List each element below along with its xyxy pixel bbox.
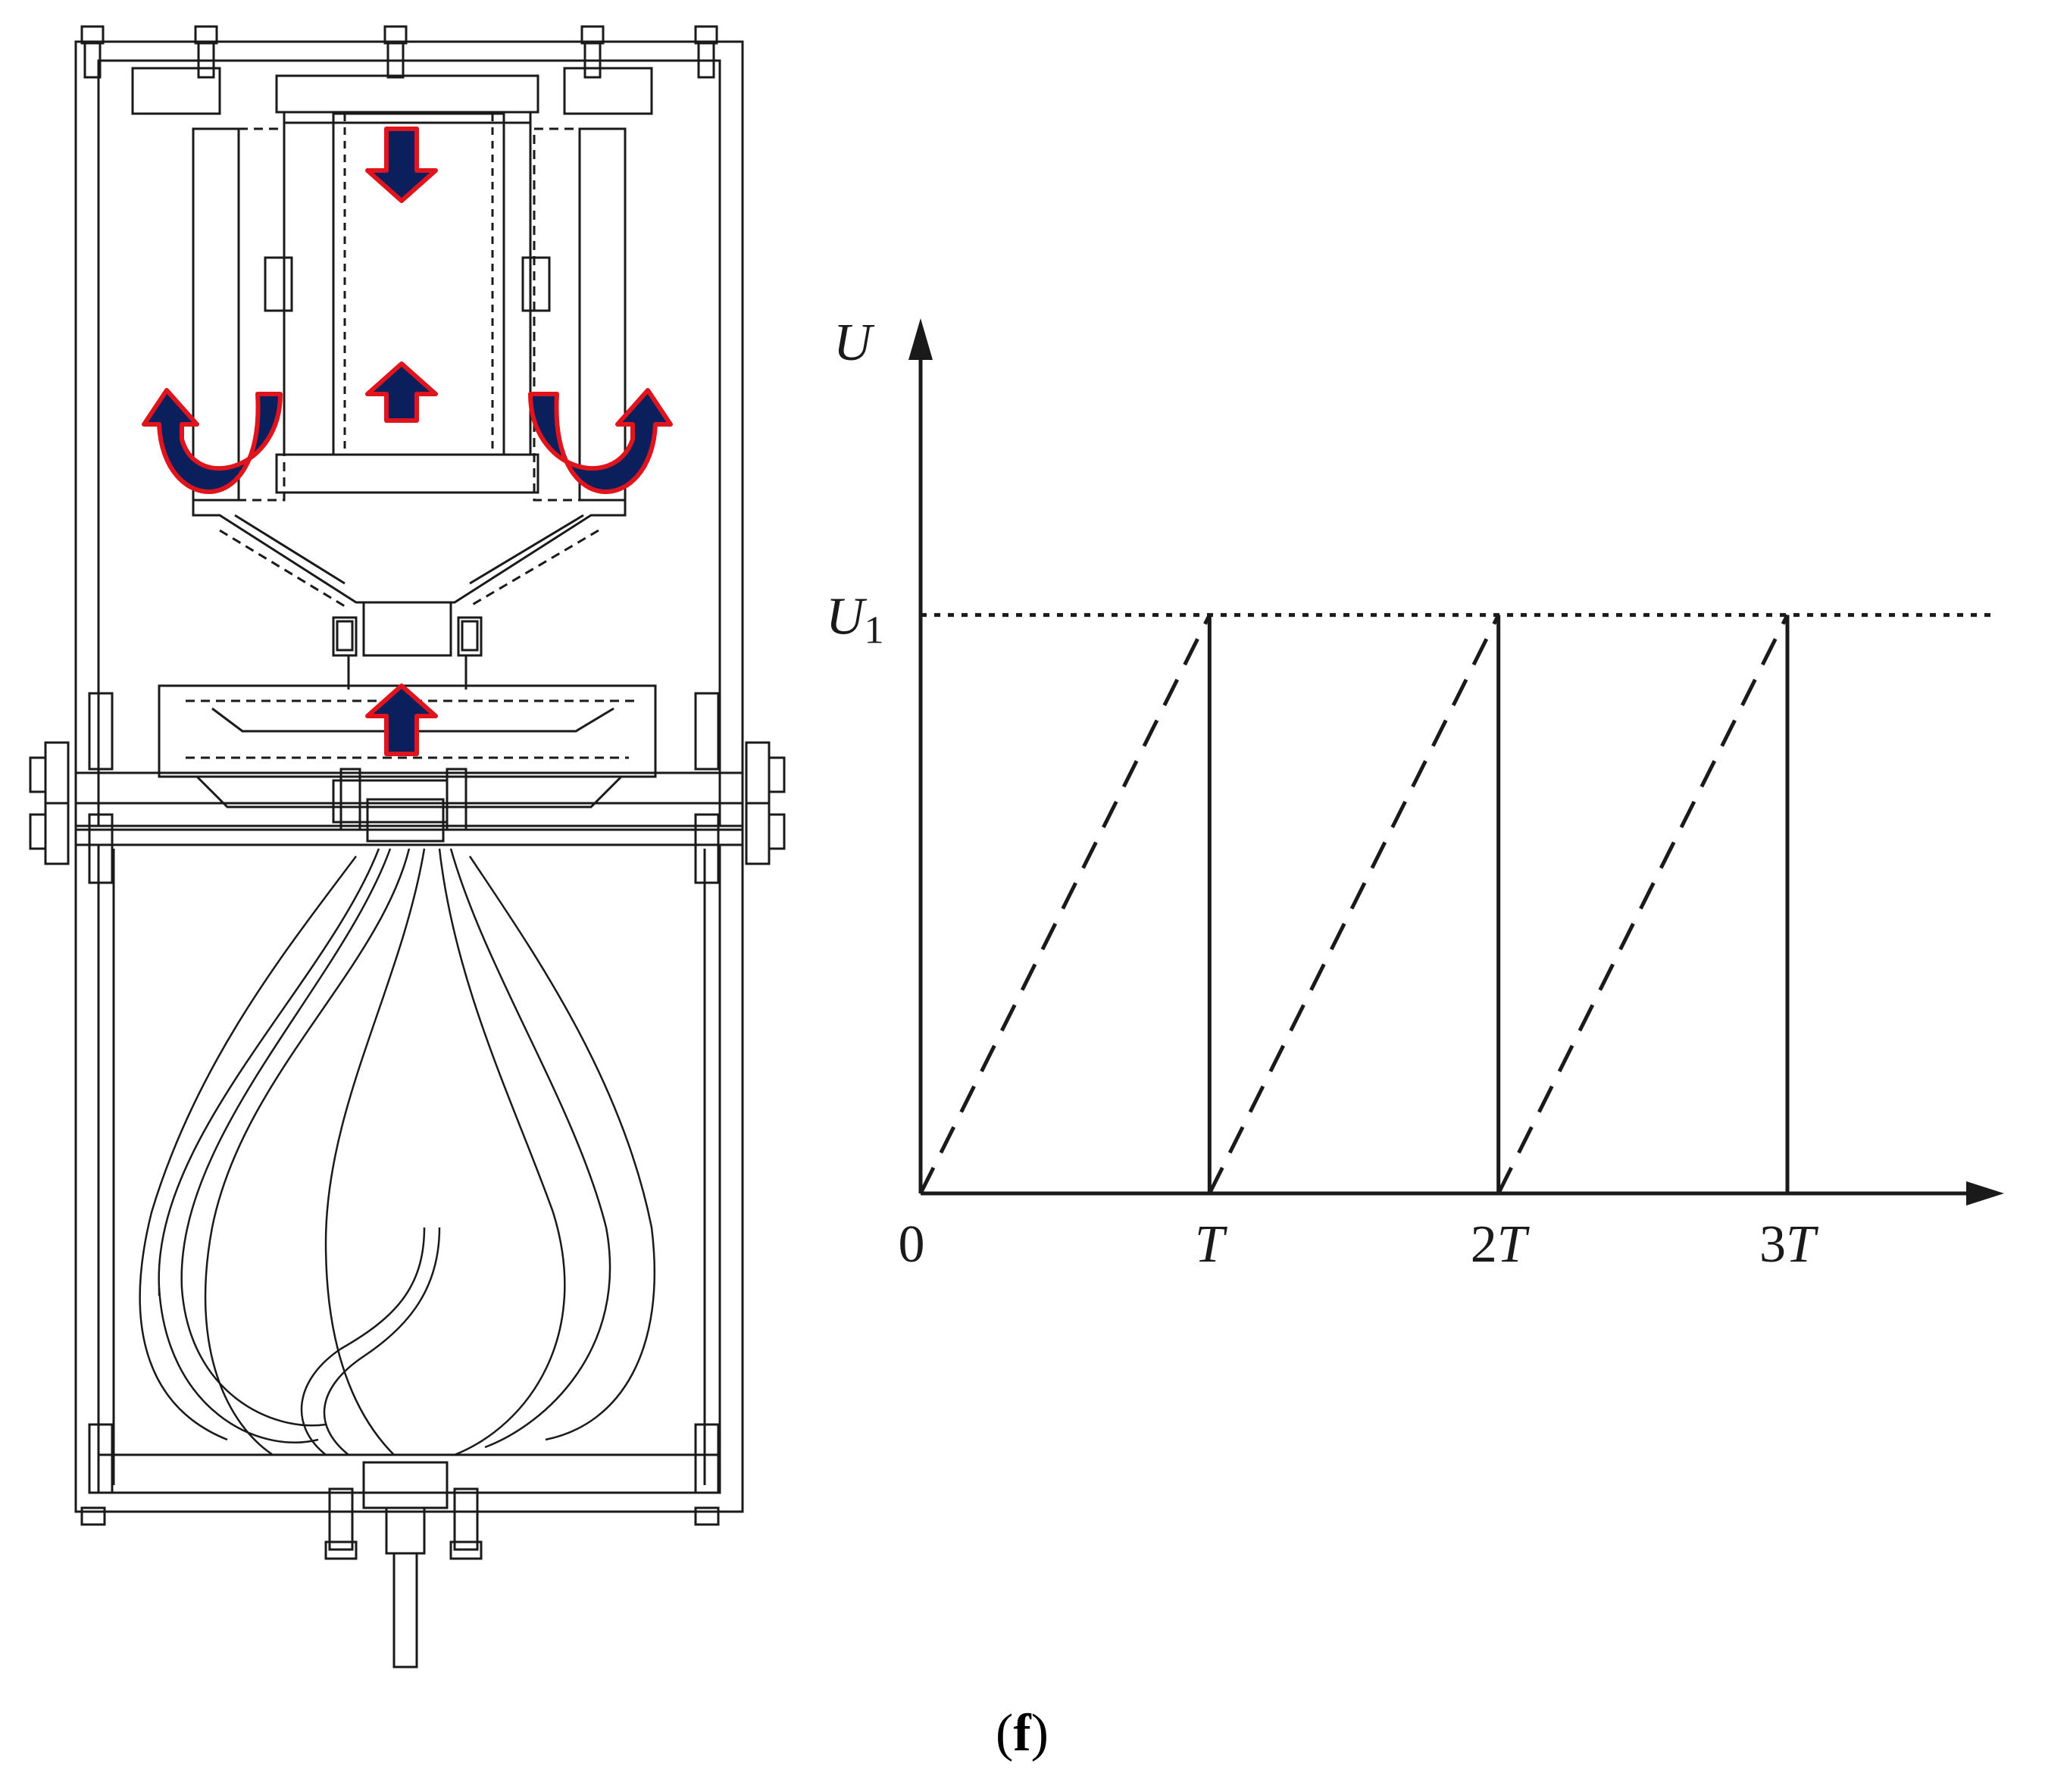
x-tick-label-1: T (1195, 1215, 1228, 1274)
x-tick-label-0: 0 (899, 1215, 925, 1274)
ramp-segment-4 (1496, 614, 1790, 1195)
top-clamps (131, 67, 653, 124)
figure-caption: (f) (996, 1704, 1049, 1762)
x-axis-arrowhead (1966, 1181, 2004, 1206)
y-axis-arrowhead (908, 318, 933, 360)
upper-chamber (192, 112, 627, 608)
arrow-up-icon (365, 361, 438, 423)
x-tick-label-3: 3T (1759, 1215, 1819, 1274)
curved-arrow-right-icon (528, 388, 673, 495)
ramp-segment-2 (1208, 614, 1500, 1195)
bottom-plate (80, 1423, 721, 1668)
top-bolts (80, 25, 718, 79)
arrow-down-icon (365, 127, 438, 203)
x-tick-label-2: 2T (1471, 1215, 1531, 1274)
arrow-up-icon (365, 683, 438, 756)
helical-turbine (139, 848, 655, 1456)
curved-arrow-left-icon (142, 388, 283, 495)
sawtooth-chart: U U1 0 T 2T 3T (826, 314, 2004, 1274)
y-axis-label: U (833, 314, 875, 372)
device-drawing (29, 25, 786, 1668)
ramp-segment-0 (918, 614, 1212, 1195)
coupling (332, 601, 483, 690)
level-label-u1: U1 (826, 588, 884, 652)
flow-arrows (142, 127, 673, 756)
